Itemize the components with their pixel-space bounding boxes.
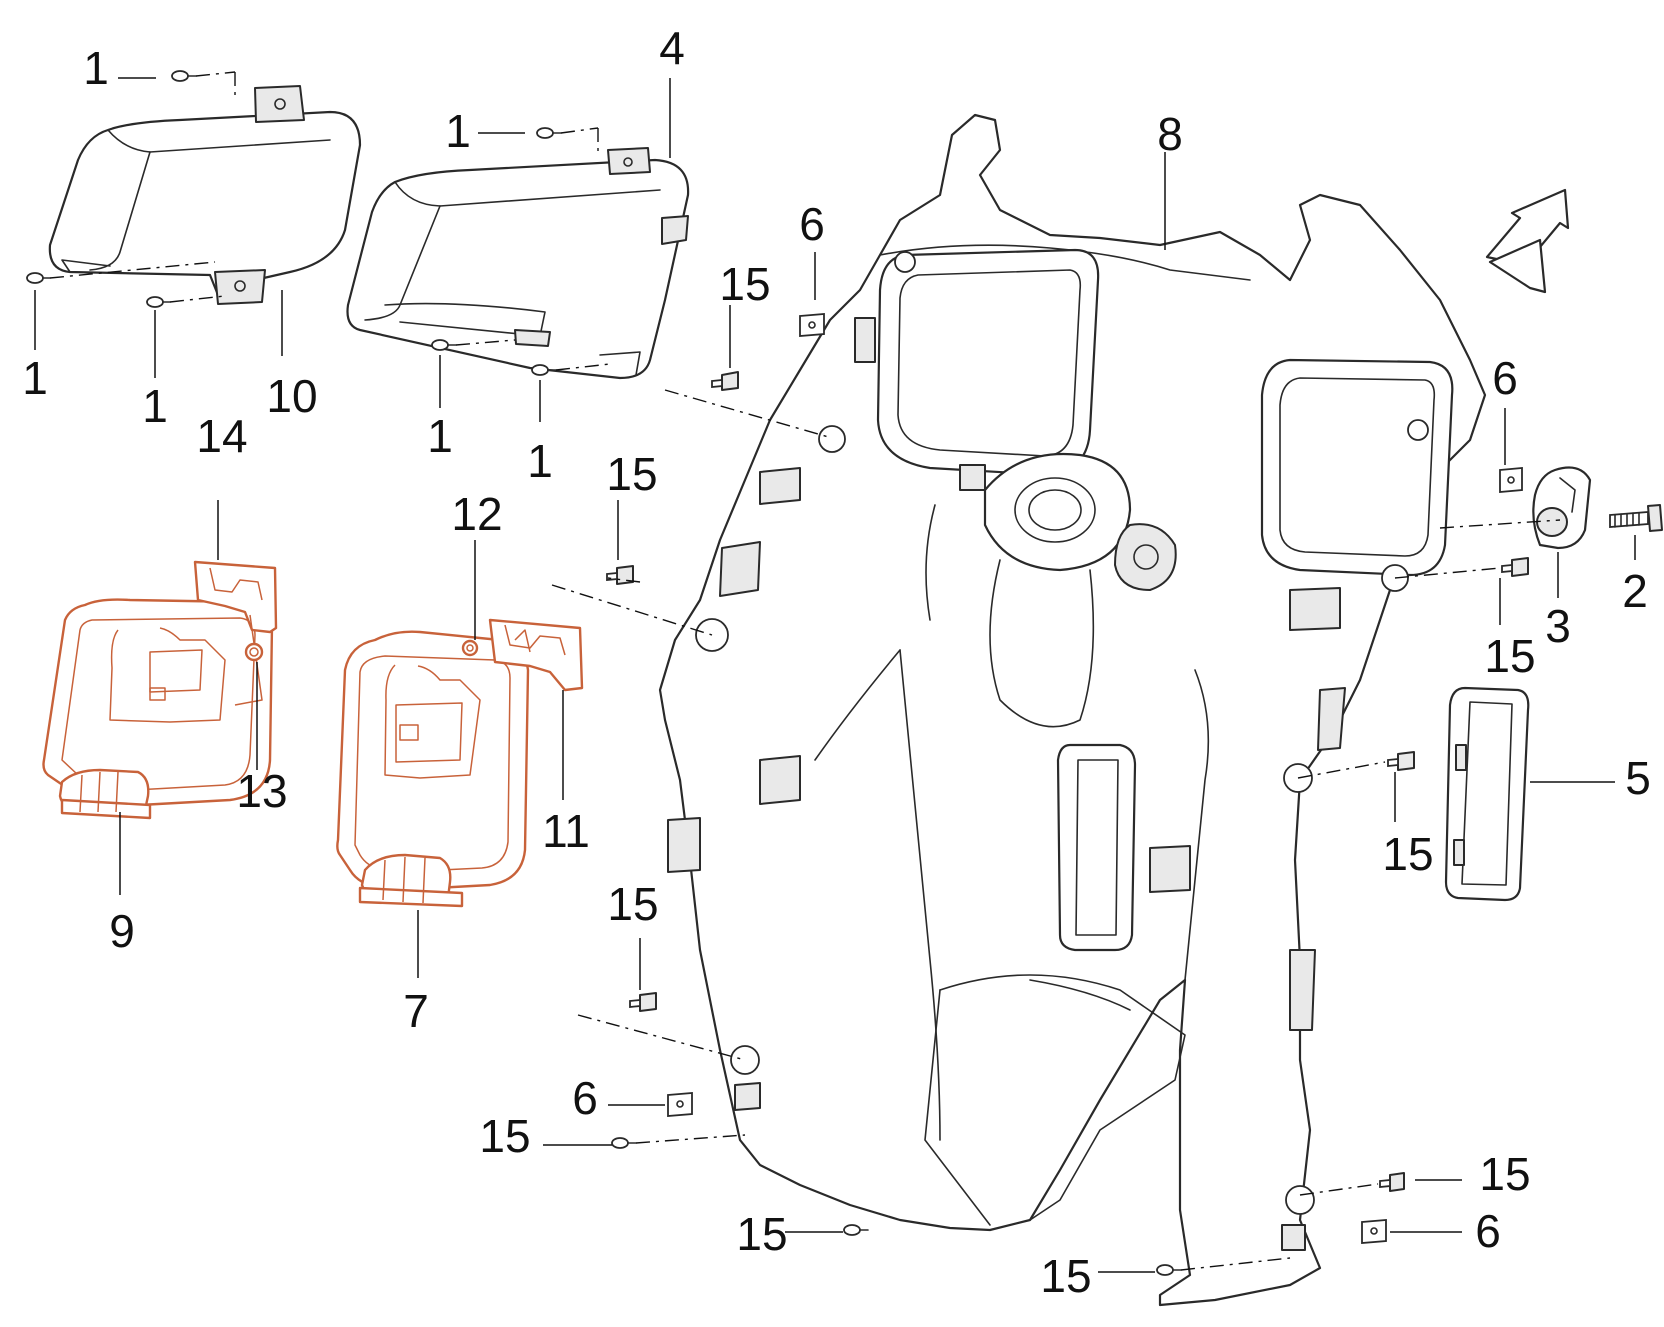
hardware — [26, 70, 1529, 1276]
callout-15: 15 — [1040, 1250, 1091, 1302]
part-10-left-lid — [48, 85, 362, 305]
part-3-knob-cover — [1532, 466, 1592, 550]
callout-11: 11 — [542, 805, 590, 857]
callout-6: 6 — [1475, 1205, 1501, 1257]
bolt-15d — [1387, 751, 1415, 771]
bolt-15b — [606, 565, 634, 585]
callout-10: 10 — [266, 370, 317, 422]
clip-6d — [1361, 1219, 1387, 1244]
screw-1c — [146, 296, 171, 308]
callout-8: 8 — [1157, 108, 1183, 160]
part-8-inner-shield — [658, 113, 1487, 1307]
screw-1e — [431, 339, 457, 351]
bolt-15g — [843, 1224, 869, 1236]
part-2-bolt — [1609, 504, 1663, 532]
callout-15: 15 — [719, 258, 770, 310]
callout-1: 1 — [427, 410, 453, 462]
callout-15: 15 — [479, 1110, 530, 1162]
clip-6b — [1499, 467, 1523, 493]
callout-9: 9 — [109, 905, 135, 957]
callout-7: 7 — [403, 985, 429, 1037]
callout-13: 13 — [236, 765, 287, 817]
callout-6: 6 — [799, 198, 825, 250]
callout-5: 5 — [1625, 752, 1651, 804]
leader-lines — [34, 71, 1636, 1273]
callout-15: 15 — [1382, 828, 1433, 880]
callout-4: 4 — [659, 22, 685, 74]
part-11-right-bracket — [488, 618, 584, 692]
screw-1d — [536, 127, 562, 139]
callout-6: 6 — [1492, 352, 1518, 404]
callout-1: 1 — [527, 435, 553, 487]
bolt-15h — [1379, 1172, 1405, 1192]
screw-1b — [26, 272, 51, 284]
callout-12: 12 — [451, 488, 502, 540]
arrow-icon — [1485, 188, 1570, 294]
part-5-side-lid — [1444, 686, 1530, 902]
bolt-15f — [611, 1137, 637, 1149]
part-9-left-hinge-frame — [42, 598, 274, 820]
callout-1: 1 — [142, 380, 168, 432]
callout-15: 15 — [736, 1208, 787, 1260]
callout-1: 1 — [83, 42, 109, 94]
bolt-15a — [711, 371, 739, 391]
clip-6c — [667, 1092, 693, 1117]
part-13-left-nut — [244, 642, 264, 662]
callout-15: 15 — [1479, 1148, 1530, 1200]
callout-1: 1 — [22, 352, 48, 404]
callout-15: 15 — [606, 448, 657, 500]
bolt-15e — [629, 992, 657, 1012]
clip-6a — [799, 313, 825, 337]
screw-1a — [171, 70, 197, 82]
bolt-15c — [1501, 557, 1529, 577]
grommet — [1114, 523, 1177, 591]
callout-15: 15 — [1484, 630, 1535, 682]
callouts: 1 1 1 1 1 1 2 3 4 5 6 6 6 6 7 8 9 10 11 … — [22, 22, 1651, 1302]
callout-14: 14 — [196, 410, 247, 462]
callout-15: 15 — [607, 878, 658, 930]
part-12-right-nut — [461, 639, 479, 657]
bolt-15i — [1156, 1264, 1182, 1276]
callout-1: 1 — [445, 105, 471, 157]
callout-2: 2 — [1622, 565, 1648, 617]
callout-6: 6 — [572, 1072, 598, 1124]
callout-3: 3 — [1545, 600, 1571, 652]
part-7-right-hinge-frame — [336, 630, 530, 908]
part-4-right-lid — [346, 147, 690, 380]
screw-1f — [531, 364, 557, 376]
